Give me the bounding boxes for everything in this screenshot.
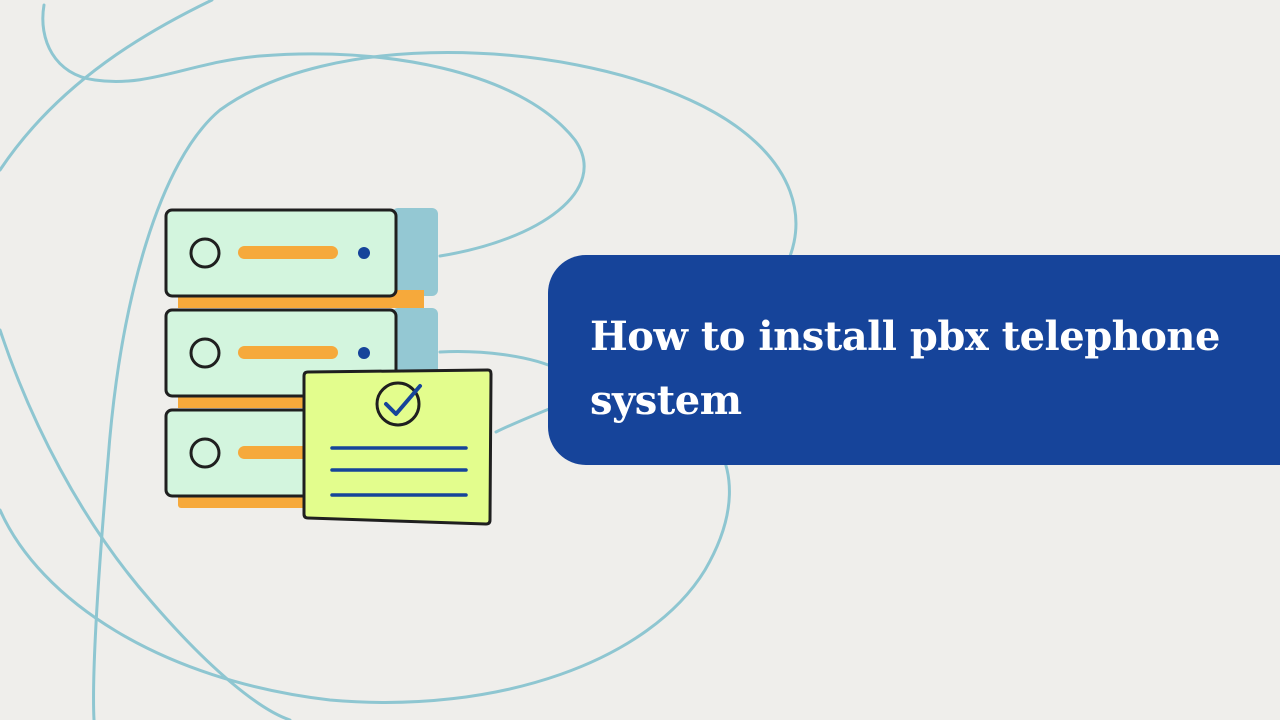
server-unit-1-button	[189, 237, 221, 269]
checkmark-icon	[375, 381, 422, 427]
server-unit-1-led	[358, 247, 370, 259]
curve-left-arc	[0, 0, 214, 172]
server-unit-2-bar	[238, 346, 338, 359]
server-unit-2-led	[358, 347, 370, 359]
server-unit-2-button	[189, 337, 221, 369]
server-back-plate-1	[392, 208, 438, 296]
server-unit-1-bar	[238, 246, 338, 259]
server-unit-3-button	[189, 437, 221, 469]
curve-lower-right	[0, 448, 731, 704]
title-card: How to install pbx telephone system	[548, 255, 1280, 465]
curve-bottom-swoop	[0, 328, 292, 720]
curve-top-left-loop	[41, 3, 586, 258]
document-icon	[302, 368, 493, 526]
page-title: How to install pbx telephone system	[590, 313, 1220, 424]
